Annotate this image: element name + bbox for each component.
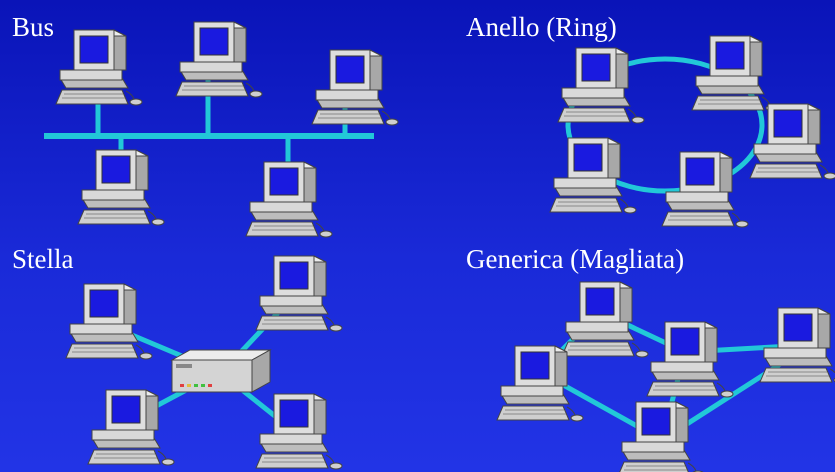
bus-title: Bus (12, 12, 55, 42)
mesh-topology (496, 281, 835, 472)
desktop-computer-icon (549, 137, 637, 214)
star-topology (65, 255, 343, 470)
desktop-computer-icon (77, 149, 165, 226)
star-title: Stella (12, 244, 74, 274)
desktop-computer-icon (55, 29, 143, 106)
desktop-computer-icon (65, 283, 153, 360)
desktop-computer-icon (646, 321, 734, 398)
desktop-computer-icon (557, 47, 645, 124)
desktop-computer-icon (255, 255, 343, 332)
ring-link (565, 56, 765, 194)
desktop-computer-icon (175, 21, 263, 98)
desktop-computer-icon (255, 393, 343, 470)
network-hub-icon (170, 349, 272, 393)
bus-topology (44, 21, 399, 238)
ring-topology (549, 35, 835, 228)
desktop-computer-icon (561, 281, 649, 358)
mesh-title: Generica (Magliata) (466, 244, 685, 274)
desktop-computer-icon (245, 161, 333, 238)
desktop-computer-icon (311, 49, 399, 126)
ring-title: Anello (Ring) (466, 12, 617, 42)
desktop-computer-icon (691, 35, 779, 112)
desktop-computer-icon (496, 345, 584, 422)
desktop-computer-icon (617, 401, 705, 472)
